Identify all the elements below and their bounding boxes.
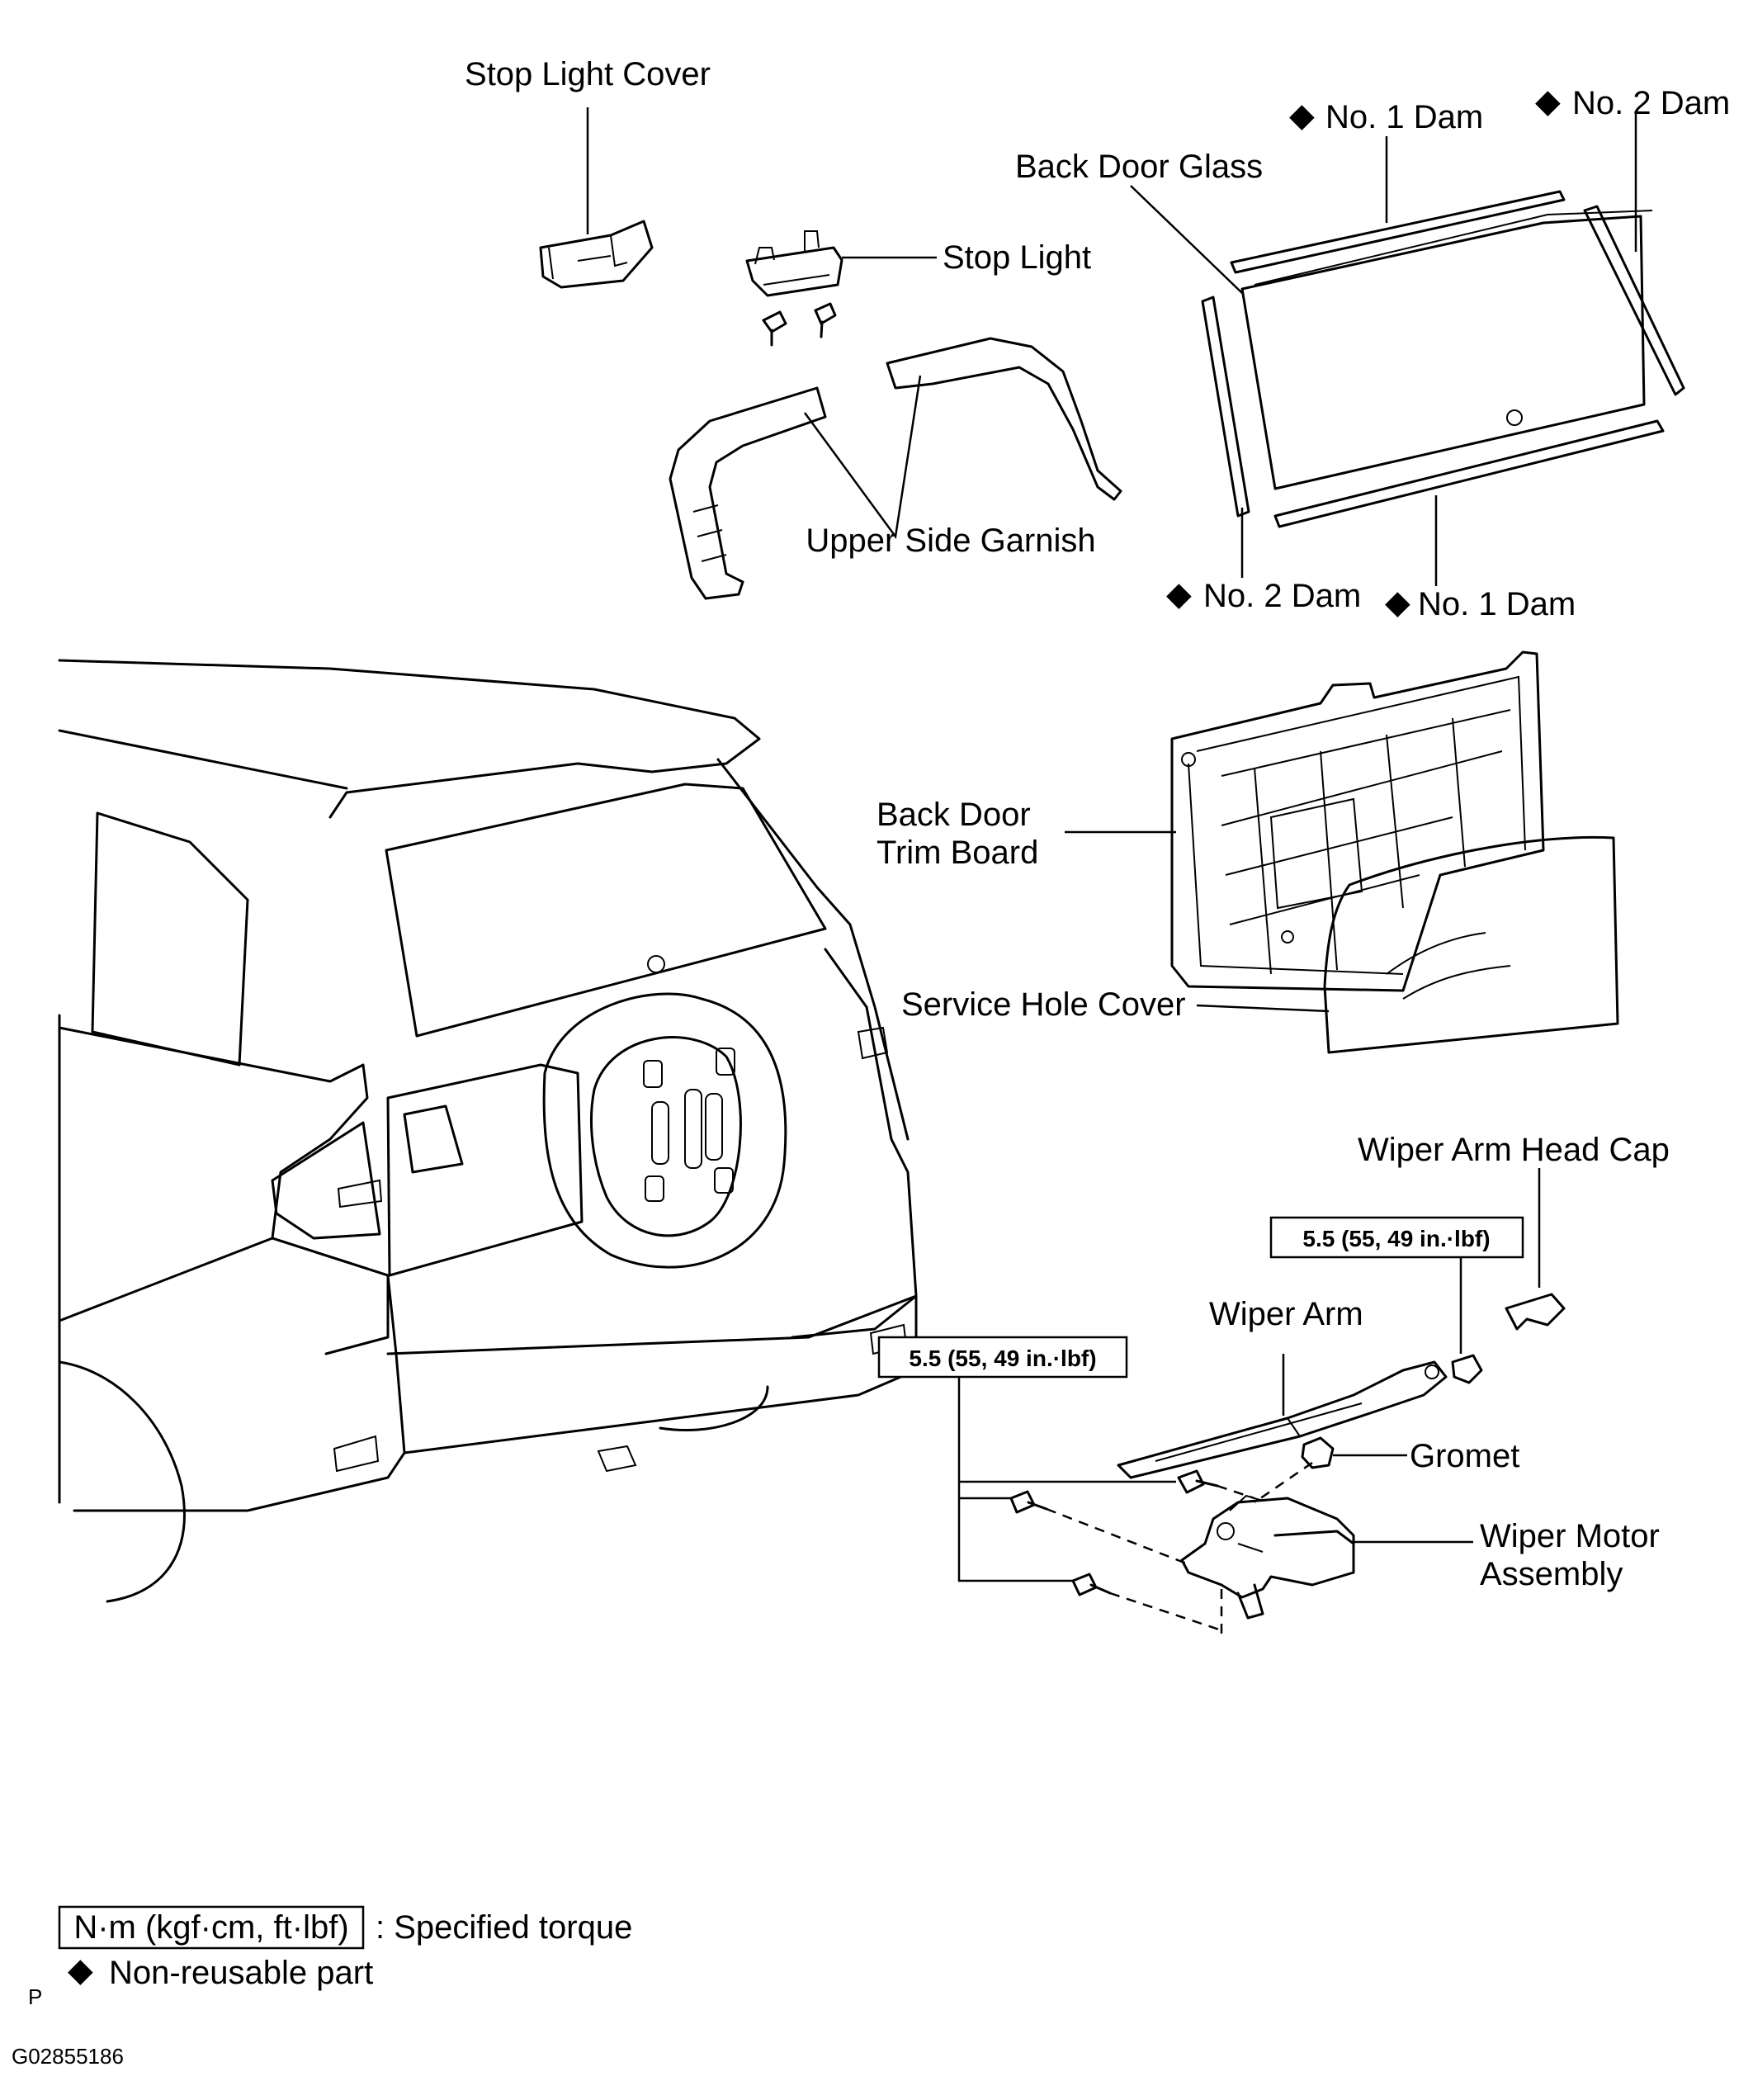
wiper-arm-head-cap-label: Wiper Arm Head Cap — [1358, 1132, 1670, 1168]
nonreusable-diamond-icon: ◆ — [1166, 576, 1192, 612]
wiper-arm — [1117, 1360, 1448, 1479]
page-marker: P — [28, 1984, 42, 2009]
stop-light-cover-label: Stop Light Cover — [465, 56, 711, 92]
torque-wiper-motor-bolts-value: 5.5 (55, 49 in.·lbf) — [909, 1346, 1096, 1371]
back-door-trim-board — [1170, 650, 1545, 992]
legend-diamond-icon: ◆ — [68, 1952, 93, 1989]
gromet — [1301, 1436, 1335, 1469]
torque-wiper-nut-value: 5.5 (55, 49 in.·lbf) — [1302, 1226, 1490, 1251]
upper-side-garnish-label: Upper Side Garnish — [806, 523, 1095, 559]
back-door-glass-label: Back Door Glass — [1015, 149, 1263, 185]
legend: N·m (kgf·cm, ft·lbf) : Specified torque … — [58, 1905, 632, 1991]
figure-code: G02855186 — [12, 2044, 124, 2069]
dam-top — [1230, 190, 1566, 274]
back-door-trim-label-line2: Trim Board — [876, 835, 1038, 871]
gromet-label: Gromet — [1410, 1438, 1519, 1474]
nonreusable-diamond-icon: ◆ — [1535, 83, 1561, 120]
dam-top-label: No. 1 Dam — [1325, 99, 1483, 135]
nonreusable-diamond-icon: ◆ — [1289, 97, 1315, 134]
dam-left-label: No. 2 Dam — [1203, 578, 1361, 614]
stop-light-label: Stop Light — [943, 239, 1091, 276]
torque-box-wiper-nut — [1269, 1216, 1524, 1259]
stop-light-screws — [762, 302, 837, 347]
service-hole-cover-label: Service Hole Cover — [901, 986, 1186, 1023]
upper-side-garnish-right — [886, 337, 1122, 501]
wiper-motor-label-line2: Assembly — [1480, 1556, 1623, 1592]
service-hole-cover — [1323, 835, 1619, 1054]
wiper-motor-label-line1: Wiper Motor — [1480, 1518, 1660, 1554]
back-door-trim-label-line1: Back Door — [876, 797, 1031, 833]
stop-light-cover — [539, 220, 654, 289]
vehicle-rear-view — [58, 659, 918, 1603]
wiper-arm-label: Wiper Arm — [1209, 1296, 1363, 1332]
dam-top-right-label: No. 2 Dam — [1572, 85, 1730, 121]
wiper-arm-head-cap — [1505, 1293, 1566, 1331]
torque-box-wiper-motor-bolts — [877, 1336, 1128, 1379]
upper-side-garnish-left — [669, 386, 827, 600]
legend-torque-desc: : Specified torque — [376, 1909, 632, 1946]
stop-light — [745, 230, 843, 297]
wiper-motor-assembly — [1180, 1494, 1355, 1620]
legend-torque-units: N·m (kgf·cm, ft·lbf) — [73, 1909, 348, 1946]
wiper-motor-bolts — [1009, 1469, 1219, 1596]
dam-top-right — [1583, 205, 1685, 396]
legend-torque-box — [58, 1905, 365, 1950]
legend-nonreusable-desc: Non-reusable part — [109, 1955, 373, 1991]
back-door-glass — [1240, 210, 1653, 490]
wiper-arm-nut — [1451, 1354, 1483, 1384]
dam-bottom-label: No. 1 Dam — [1418, 586, 1576, 622]
dam-left — [1201, 296, 1250, 518]
dam-bottom — [1273, 419, 1665, 528]
nonreusable-diamond-icon: ◆ — [1385, 584, 1410, 621]
